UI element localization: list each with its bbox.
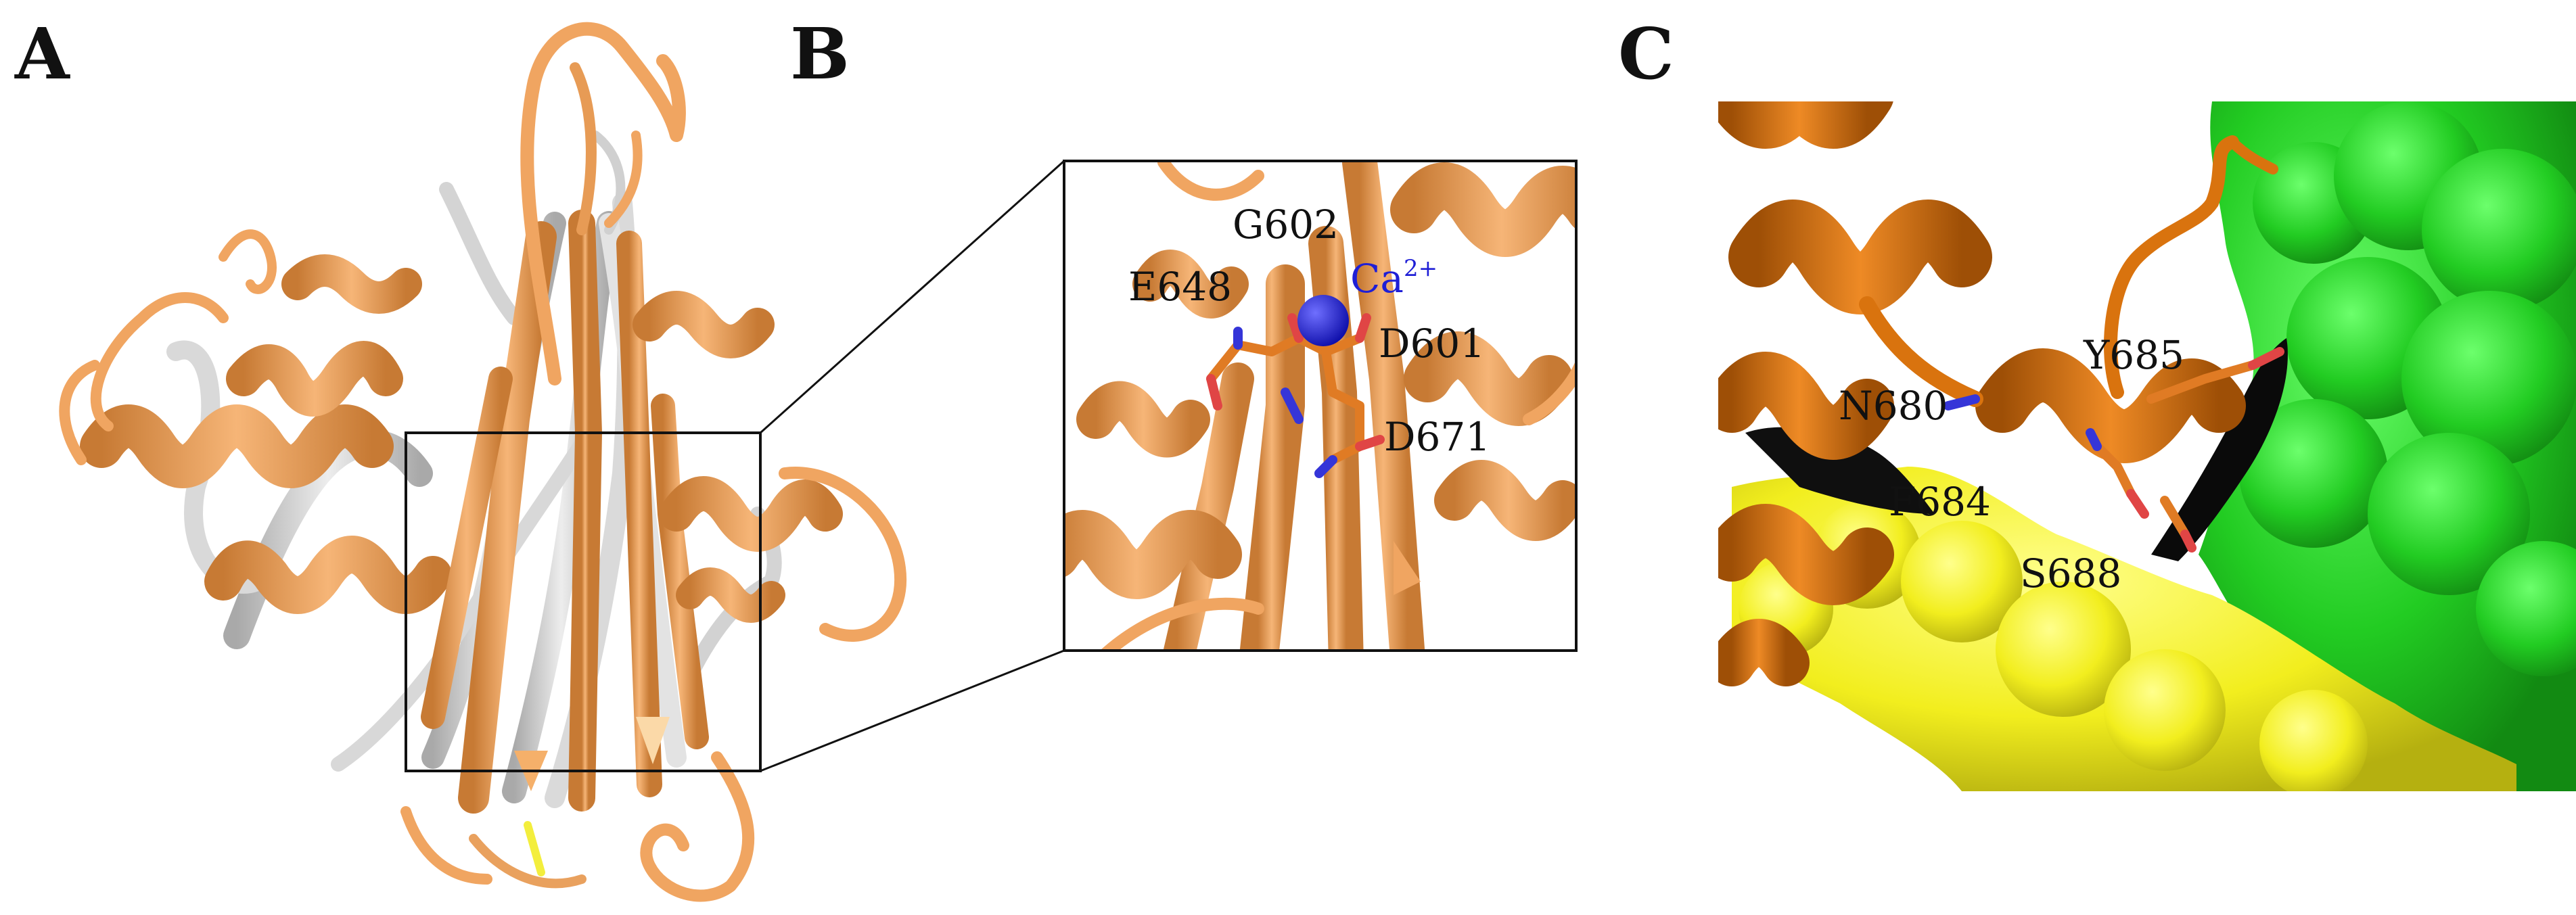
residue-label-g602: G602 [1233,202,1339,248]
panel-c-letter: C [1618,12,1674,95]
zoom-connector-bottom [760,649,1065,772]
residue-label-d671: D671 [1384,414,1490,460]
ligand-sticks [1206,313,1385,478]
zoom-connector-top [759,160,1065,434]
side-chain-sticks [1944,347,2284,553]
binding-cleft-shadow [2151,338,2288,561]
panel-c-structure: Y685 N680 F684 S688 [1718,101,2576,791]
panel-b-letter: B [790,12,850,95]
calcium-ion [1297,295,1349,346]
panel-a-letter: A [15,12,70,95]
calcium-symbol: Ca [1350,256,1404,302]
calcium-label: Ca2+ [1350,255,1438,302]
orange-ribbon [59,22,907,902]
green-surface [2192,101,2576,791]
residue-label-s688: S688 [2020,550,2121,596]
zoom-region-box [405,431,762,772]
residue-label-e648: E648 [1128,264,1232,310]
residue-label-f684: F684 [1889,479,1991,525]
panel-a-structure [59,22,907,902]
residue-label-d601: D601 [1379,321,1485,367]
residue-label-n680: N680 [1839,383,1948,429]
residue-label-y685: Y685 [2083,332,2184,378]
calcium-charge: 2+ [1404,255,1438,282]
panel-b-inset: G602 E648 D601 D671 Ca2+ [1063,160,1578,652]
